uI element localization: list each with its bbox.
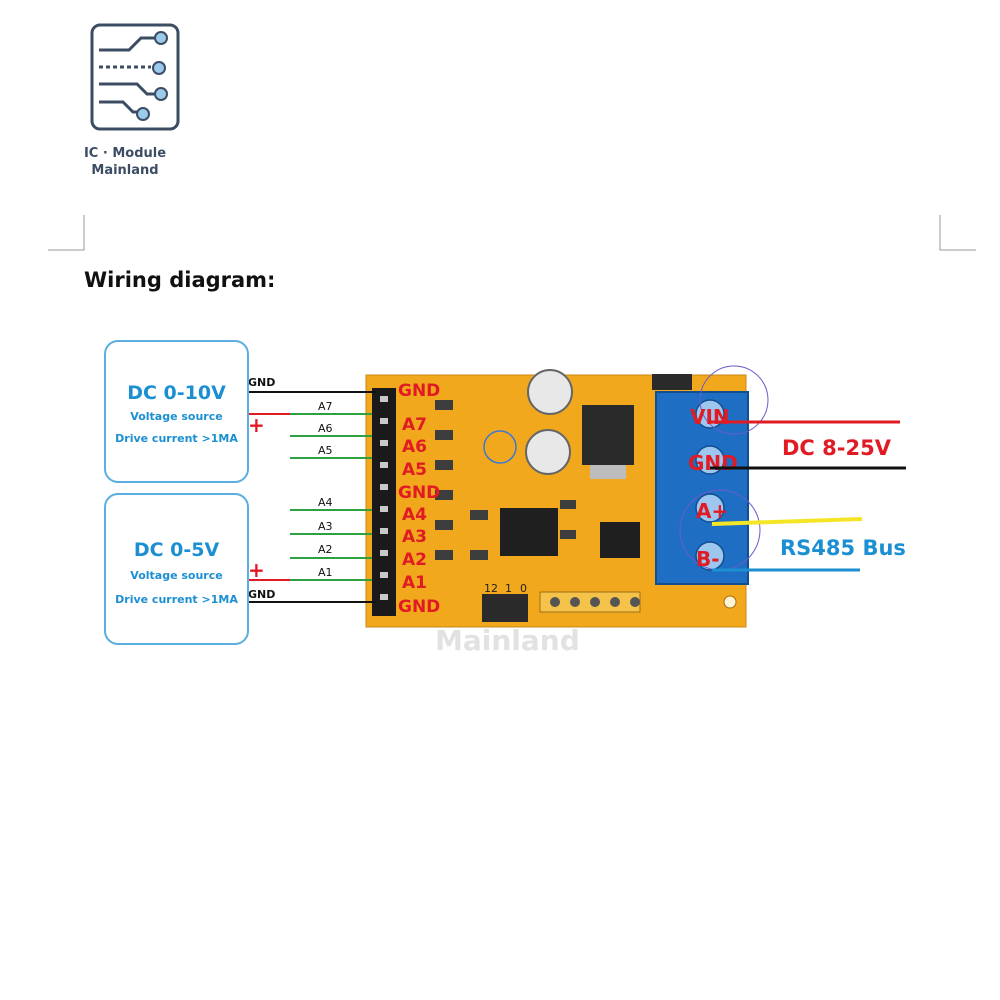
source-box-5v: DC 0-5V Voltage source Drive current >1M…: [104, 493, 249, 645]
terminal-a-plus: A+: [696, 499, 728, 523]
page-corner-marks: [48, 215, 976, 251]
bus-label: RS485 Bus: [780, 536, 906, 560]
a-plus-wire: [711, 517, 863, 526]
logo-line-2: Mainland: [91, 163, 159, 178]
pcb-board: 12 1 0: [365, 365, 769, 628]
plus-sign-top: +: [248, 413, 265, 437]
wire-label-a2: A2: [318, 543, 333, 556]
board-pin-a6: A6: [402, 437, 427, 457]
wire-label-gnd-top: GND: [248, 376, 275, 389]
board-pin-a1: A1: [402, 573, 427, 593]
board-pin-gnd-3: GND: [398, 597, 440, 617]
board-pin-a3: A3: [402, 527, 427, 547]
source-5v-line2: Drive current >1MA: [115, 593, 238, 606]
wire-label-a7: A7: [318, 400, 333, 413]
input-wires: [246, 391, 376, 603]
source-10v-title: DC 0-10V: [127, 382, 226, 404]
source-5v-line1: Voltage source: [130, 569, 223, 582]
watermark: Mainland: [435, 624, 580, 657]
source-5v-title: DC 0-5V: [133, 539, 220, 561]
board-pin-a7: A7: [402, 415, 427, 435]
jumper-label-0: 0: [520, 582, 527, 595]
power-label: DC 8-25V: [782, 436, 892, 460]
wire-label-a6: A6: [318, 422, 333, 435]
wire-label-a3: A3: [318, 520, 333, 533]
terminal-b-minus: B-: [696, 547, 720, 571]
source-10v-line1: Voltage source: [130, 410, 223, 423]
plus-sign-bottom: +: [248, 558, 265, 582]
board-pin-gnd-1: GND: [398, 381, 440, 401]
board-pin-a2: A2: [402, 550, 427, 570]
source-10v-line2: Drive current >1MA: [115, 432, 238, 445]
wire-label-a5: A5: [318, 444, 333, 457]
jumper-label-1: 1: [505, 582, 512, 595]
wire-label-a1: A1: [318, 566, 333, 579]
board-pin-gnd-2: GND: [398, 483, 440, 503]
brand-logo: IC · Module Mainland: [60, 22, 190, 179]
page-title: Wiring diagram:: [84, 268, 276, 292]
wiring-diagram: 12 1 0 GND A7 A6 A5 GND A4 A3 A2 A1 GND …: [246, 365, 906, 657]
jumper-label-12: 12: [484, 582, 498, 595]
source-box-10v: DC 0-10V Voltage source Drive current >1…: [104, 340, 249, 483]
terminal-vin: VIN: [690, 405, 730, 429]
circuit-logo-icon: [90, 23, 179, 131]
board-pin-a4: A4: [402, 505, 427, 525]
wire-label-a4: A4: [318, 496, 333, 509]
logo-line-1: IC · Module: [83, 146, 167, 161]
terminal-gnd: GND: [688, 451, 738, 475]
wire-label-gnd-bottom: GND: [248, 588, 275, 601]
board-pin-a5: A5: [402, 460, 427, 480]
